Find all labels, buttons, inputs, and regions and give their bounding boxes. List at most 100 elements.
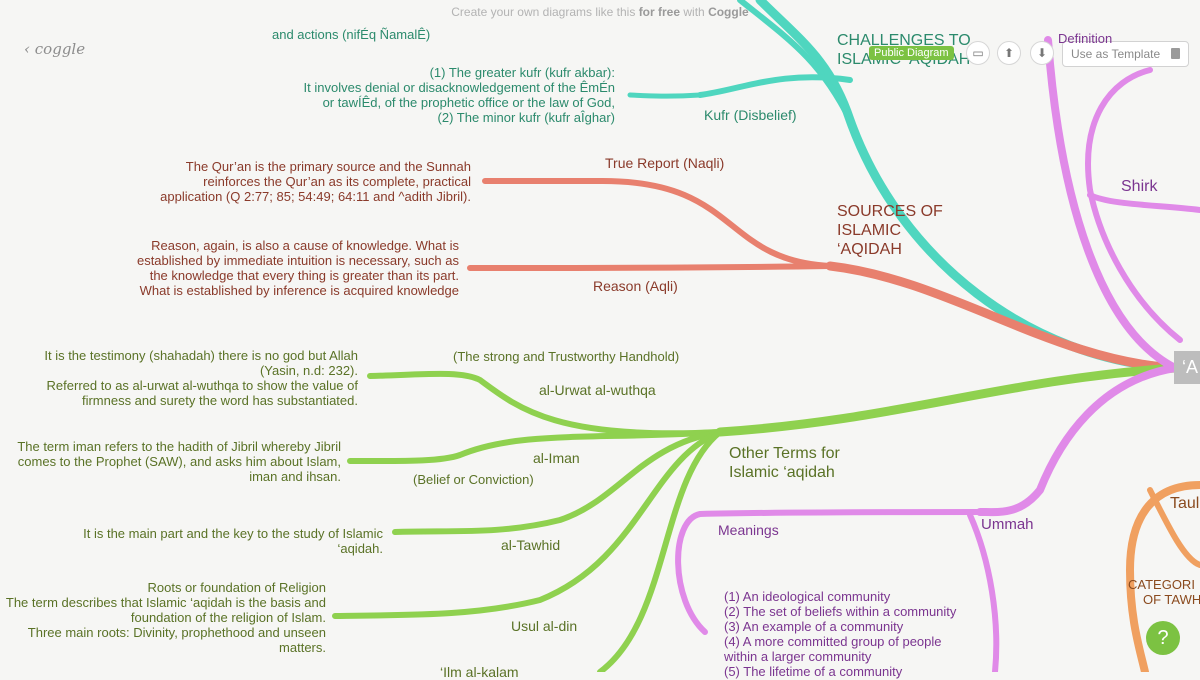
meanings-text-line: (1) An ideological community [724,589,891,604]
node-meanings[interactable]: Meanings [718,522,779,538]
usul-text-line: Three main roots: Divinity, prophethood … [27,625,326,640]
branch-urwat [367,370,723,437]
node-definition[interactable]: Definition [1058,31,1113,46]
node-naqli[interactable]: True Report (Naqli) [605,155,725,171]
other-terms-line2: Islamic ‘aqidah [729,464,835,481]
node-usul[interactable]: Usul al-din [511,618,578,634]
urwat-text-line: Referred to as al-urwat al-wuthqa to sho… [46,378,358,393]
branch-naqli [482,177,833,269]
present-icon[interactable]: ▭ [966,41,990,65]
meanings-text[interactable]: (1) An ideological community (2) The set… [724,589,956,679]
other-terms-line1: Other Terms for [729,445,840,462]
branch-sources [825,261,1180,373]
node-ilm-kalam[interactable]: ‘Ilm al-kalam [440,664,519,680]
branch-shirk-2 [1087,192,1200,213]
banner-prefix: Create your own diagrams like this [451,5,636,19]
branch-tauhid-2 [1147,487,1200,568]
node-sources[interactable]: SOURCES OF ISLAMIC ‘AQIDAH [837,202,943,259]
kufr-text-line: It involves denial or disacknowledgement… [303,80,615,95]
banner-free: for free [638,5,681,19]
kufr-text[interactable]: (1) The greater kufr (kufr akbar): It in… [304,65,615,125]
iman-text[interactable]: The term iman refers to the hadith of Ji… [17,439,341,484]
handhold-label[interactable]: (The strong and Trustworthy Handhold) [453,349,680,364]
node-tawhid[interactable]: al-Tawhid [501,537,561,553]
aqli-text-line: What is established by inference is acqu… [139,283,459,298]
branch-kalam [597,429,723,672]
branch-kufr [697,74,853,98]
promo-banner[interactable]: Create your own diagrams like this for f… [0,5,1200,19]
node-urwat[interactable]: al-Urwat al-wuthqa [539,382,656,398]
branch-iman [347,429,723,465]
branch-other-terms [715,363,1180,437]
urwat-text-line: (Yasin, n.d: 232). [259,363,358,378]
tawhid-text-line: It is the main part and the key to the s… [83,526,383,541]
meanings-text-line: (4) A more committed group of people [724,634,942,649]
urwat-text-line: It is the testimony (shahadah) there is … [44,348,358,363]
node-ummah[interactable]: Ummah [981,516,1034,533]
belief-label[interactable]: (Belief or Conviction) [413,472,534,487]
copy-icon [1171,48,1181,59]
node-shirk[interactable]: Shirk [1121,178,1158,195]
urwat-text-line: firmness and surety the word has substan… [81,393,358,408]
banner-brand: Coggle [708,5,749,19]
meanings-text-line: within a larger community [724,649,872,664]
download-icon[interactable]: ⬇ [1030,41,1054,65]
usul-text-line: matters. [279,640,326,655]
naqli-text[interactable]: The Qur’an is the primary source and the… [160,159,471,204]
challenges-line1: CHALLENGES TO [837,32,971,49]
aqli-text-line: the knowledge that every thing is greate… [149,268,459,283]
upload-icon[interactable]: ⬆ [997,41,1021,65]
public-diagram-badge: Public Diagram [869,46,954,60]
tawhid-text-line: ‘aqidah. [337,541,383,556]
node-other-terms[interactable]: Other Terms for Islamic ‘aqidah [729,444,840,482]
logo-text: coggle [34,40,86,58]
naqli-text-line: application (Q 2:77; 85; 54:49; 64:11 an… [160,189,471,204]
node-tauhid[interactable]: Taul [1170,495,1200,512]
urwat-text[interactable]: It is the testimony (shahadah) there is … [44,348,358,408]
branch-kufr-leaf [627,92,703,99]
branch-challenges-2 [737,0,853,123]
branch-aqli [467,263,833,271]
tawhid-text[interactable]: It is the main part and the key to the s… [83,526,383,556]
branch-shirk [1085,67,1183,343]
branch-ummah [976,364,1179,517]
branch-tawhid [392,429,723,535]
aqli-text[interactable]: Reason, again, is also a cause of knowle… [137,238,459,298]
kufr-text-line: or tawÍÊd, of the prophetic office or th… [322,95,615,110]
branch-meanings [675,509,983,635]
branch-ummah-down [967,512,1000,672]
categories-line1: CATEGORI [1128,577,1195,592]
usul-text-line: The term describes that Islamic ‘aqidah … [5,595,326,610]
sources-line3: ‘AQIDAH [837,241,902,258]
template-label: Use as Template [1071,47,1161,61]
coggle-logo[interactable]: ‹ coggle [24,40,86,58]
node-aqli[interactable]: Reason (Aqli) [593,278,678,294]
root-node[interactable]: ‘A [1174,351,1200,384]
naqli-text-line: reinforces the Qur’an as its complete, p… [203,174,471,189]
sources-line2: ISLAMIC [837,222,902,239]
usul-text[interactable]: Roots or foundation of Religion The term… [6,580,326,655]
usul-text-line: foundation of the religion of Islam. [130,610,326,625]
node-categories[interactable]: CATEGORI OF TAWH [1128,577,1200,607]
kufr-text-line: (1) The greater kufr (kufr akbar): [429,65,615,80]
categories-line2: OF TAWH [1143,592,1200,607]
sources-line1: SOURCES OF [837,203,943,220]
branch-usul [332,429,723,619]
branch-tauhid [1125,481,1200,672]
branch-definition [1044,36,1179,372]
meanings-text-line: (3) An example of a community [724,619,904,634]
kufr-text-top[interactable]: and actions (nifÉq ÑamalÊ) [272,27,431,42]
iman-text-line: comes to the Prophet (SAW), and asks him… [17,454,341,469]
node-iman[interactable]: al-Iman [533,450,580,466]
naqli-text-line: The Qur’an is the primary source and the… [185,159,471,174]
aqli-text-line: established by immediate intuition is ne… [136,253,459,268]
aqli-text-line: Reason, again, is also a cause of knowle… [151,238,459,253]
usul-text-line: Roots or foundation of Religion [147,580,326,595]
use-as-template-button[interactable]: Use as Template [1062,41,1190,67]
node-kufr[interactable]: Kufr (Disbelief) [704,107,797,123]
help-button[interactable]: ? [1146,621,1180,655]
kufr-text-line: (2) The minor kufr (kufr aÎghar) [437,110,615,125]
banner-middle: with [683,5,705,19]
meanings-text-line: (2) The set of beliefs within a communit… [724,604,957,619]
